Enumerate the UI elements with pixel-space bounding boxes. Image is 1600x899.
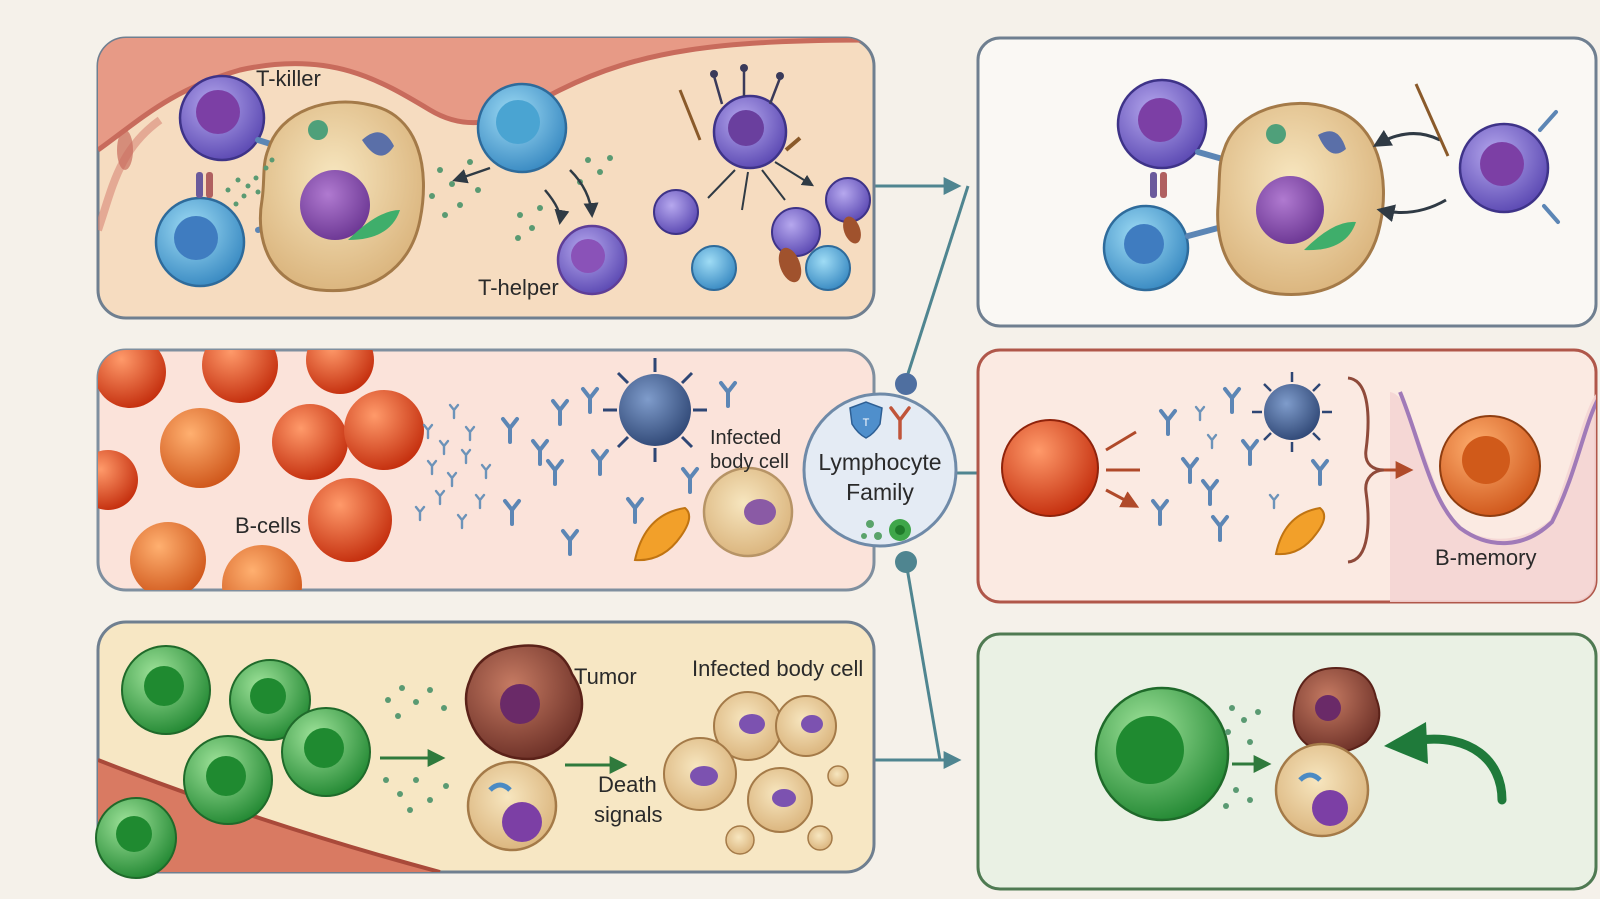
tumor-cell — [464, 644, 584, 761]
death-label-line1: Death — [598, 772, 657, 797]
antibody-icon — [889, 406, 911, 440]
lymphocyte-family-hub: T Lymphocyte Family — [802, 373, 958, 573]
hub-title-line2: Family — [846, 479, 914, 505]
hub-title-line1: Lymphocyte — [818, 449, 941, 475]
nk-granules — [383, 685, 449, 813]
violin-icon — [778, 216, 861, 283]
bacteria-icon — [633, 506, 691, 562]
svg-text:T: T — [863, 417, 870, 429]
t-killer-label: T-killer — [256, 66, 321, 91]
nk-detail-granules — [1223, 705, 1261, 809]
infected-label-line2: body cell — [710, 451, 789, 473]
b-memory-label: B-memory — [1435, 545, 1536, 570]
t-killer-detail-panel — [976, 36, 1598, 328]
nk-cell-panel: Tumor Death signals Infected body cell — [95, 620, 876, 879]
b-cell-panel: B-cells Infected body cell — [96, 348, 876, 592]
death-label-line2: signals — [594, 802, 662, 827]
dying-cells — [663, 691, 849, 855]
nk-detail-panel — [976, 632, 1598, 891]
virus-icon — [603, 358, 707, 462]
cytokine-dots — [429, 155, 613, 241]
virus-icon — [1252, 372, 1332, 452]
t-helper-label: T-helper — [478, 275, 559, 300]
arrow-icon — [1384, 722, 1507, 805]
nk-cells — [95, 645, 371, 879]
t-cell-panel: T-killer T-helper — [96, 36, 876, 320]
infected-label-line1: Infected — [710, 427, 781, 449]
shield-icon: T — [849, 401, 883, 439]
bacteria-icon — [1274, 506, 1326, 556]
infected-body-cell-label: Infected body cell — [692, 656, 863, 681]
granules — [225, 157, 275, 207]
cell-cluster-icon — [861, 519, 911, 541]
b-memory-panel: B-memory — [976, 348, 1598, 604]
connector-lines — [874, 177, 980, 769]
tumor-label: Tumor — [574, 664, 637, 689]
b-cells-label: B-cells — [235, 513, 301, 538]
